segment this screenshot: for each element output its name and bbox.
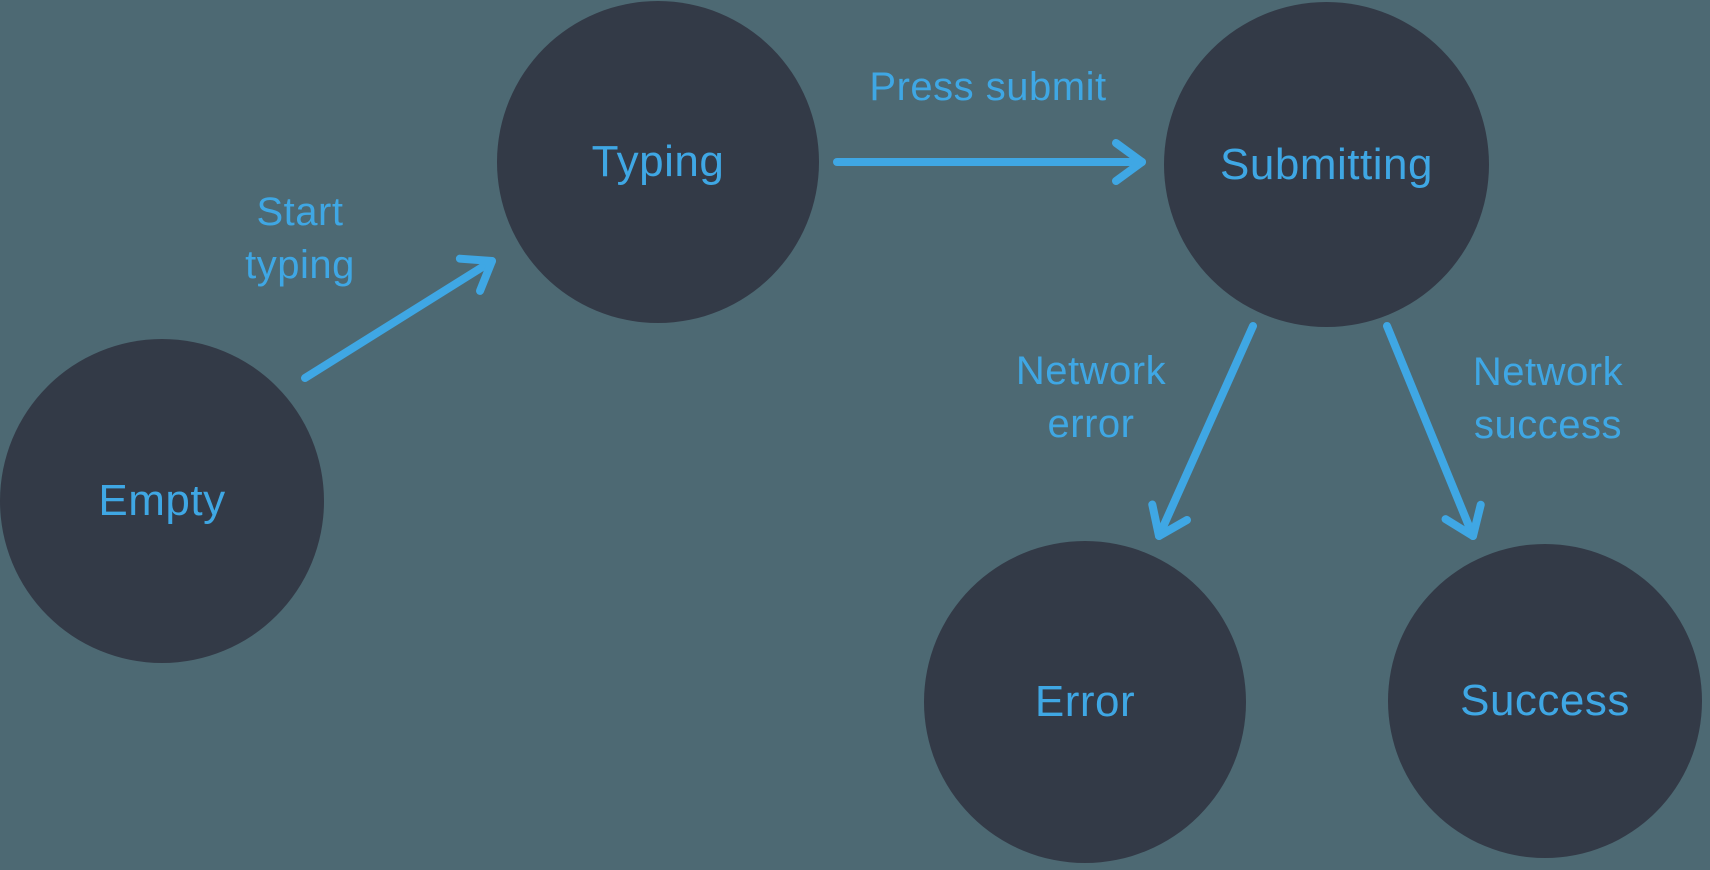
arrow-empty-to-typing	[301, 254, 496, 382]
edge-label-network-error: Network error	[1015, 349, 1167, 446]
edge-label-press-submit: Press submit	[869, 65, 1107, 109]
state-node-error: Error	[924, 541, 1246, 863]
state-node-typing: Typing	[497, 1, 819, 323]
state-label-empty: Empty	[98, 476, 226, 525]
state-label-success: Success	[1460, 676, 1630, 725]
state-label-submitting: Submitting	[1220, 139, 1433, 189]
edge-label-start-typing: Start typing	[245, 190, 355, 287]
arrow-submitting-to-error	[1148, 322, 1257, 540]
arrow-submitting-to-success	[1383, 322, 1485, 540]
state-node-empty: Empty	[0, 339, 324, 663]
state-node-submitting: Submitting	[1164, 2, 1489, 327]
edge-label-network-success: Network success	[1472, 350, 1624, 447]
state-node-success: Success	[1388, 544, 1702, 858]
state-label-error: Error	[1034, 677, 1136, 726]
state-label-typing: Typing	[591, 137, 725, 186]
